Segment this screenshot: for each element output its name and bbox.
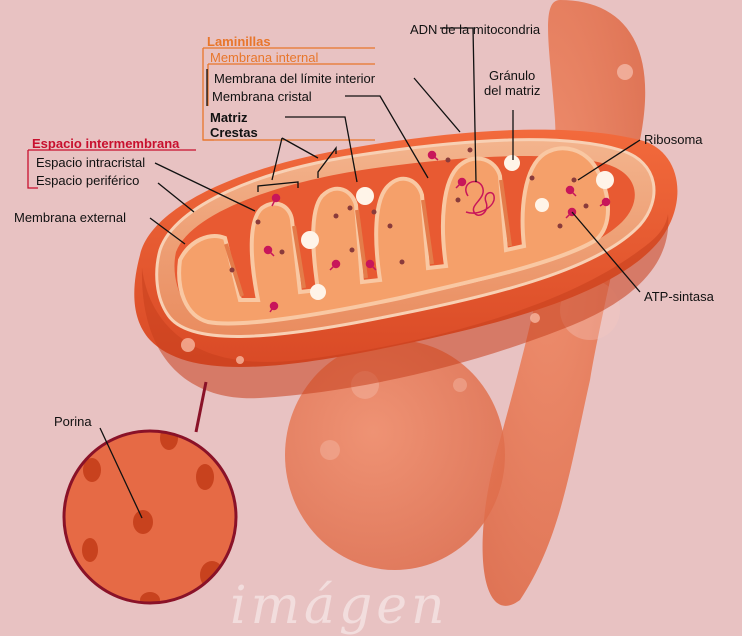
label-membrana-interna: Membrana internal	[210, 50, 318, 65]
label-membrana-limite-interior: Membrana del límite interior	[214, 71, 375, 86]
label-ribosoma: Ribosoma	[644, 132, 703, 147]
label-granulo-line2: del matriz	[484, 83, 540, 98]
label-membrana-externa: Membrana external	[14, 210, 126, 225]
label-crestas: Crestas	[210, 125, 258, 140]
mitochondrion-illustration	[0, 0, 742, 614]
label-laminillas: Laminillas	[207, 34, 271, 49]
porin-zoom-circle	[64, 426, 236, 608]
label-espacio-intermembrana: Espacio intermembrana	[32, 136, 179, 151]
label-adn-mitocondria: ADN de la mitocondria	[410, 22, 540, 37]
watermark: imágen	[230, 580, 449, 632]
label-granulo-line1: Gránulo	[489, 68, 535, 83]
label-atp-sintasa: ATP-sintasa	[644, 289, 714, 304]
mitochondrion-diagram: Laminillas Membrana internal Membrana de…	[0, 0, 742, 614]
label-espacio-periferico: Espacio periférico	[36, 173, 139, 188]
label-espacio-intracristal: Espacio intracristal	[36, 155, 145, 170]
label-matriz: Matriz	[210, 110, 248, 125]
label-porina: Porina	[54, 414, 92, 429]
label-membrana-cristal: Membrana cristal	[212, 89, 312, 104]
zoom-connector	[196, 382, 206, 432]
